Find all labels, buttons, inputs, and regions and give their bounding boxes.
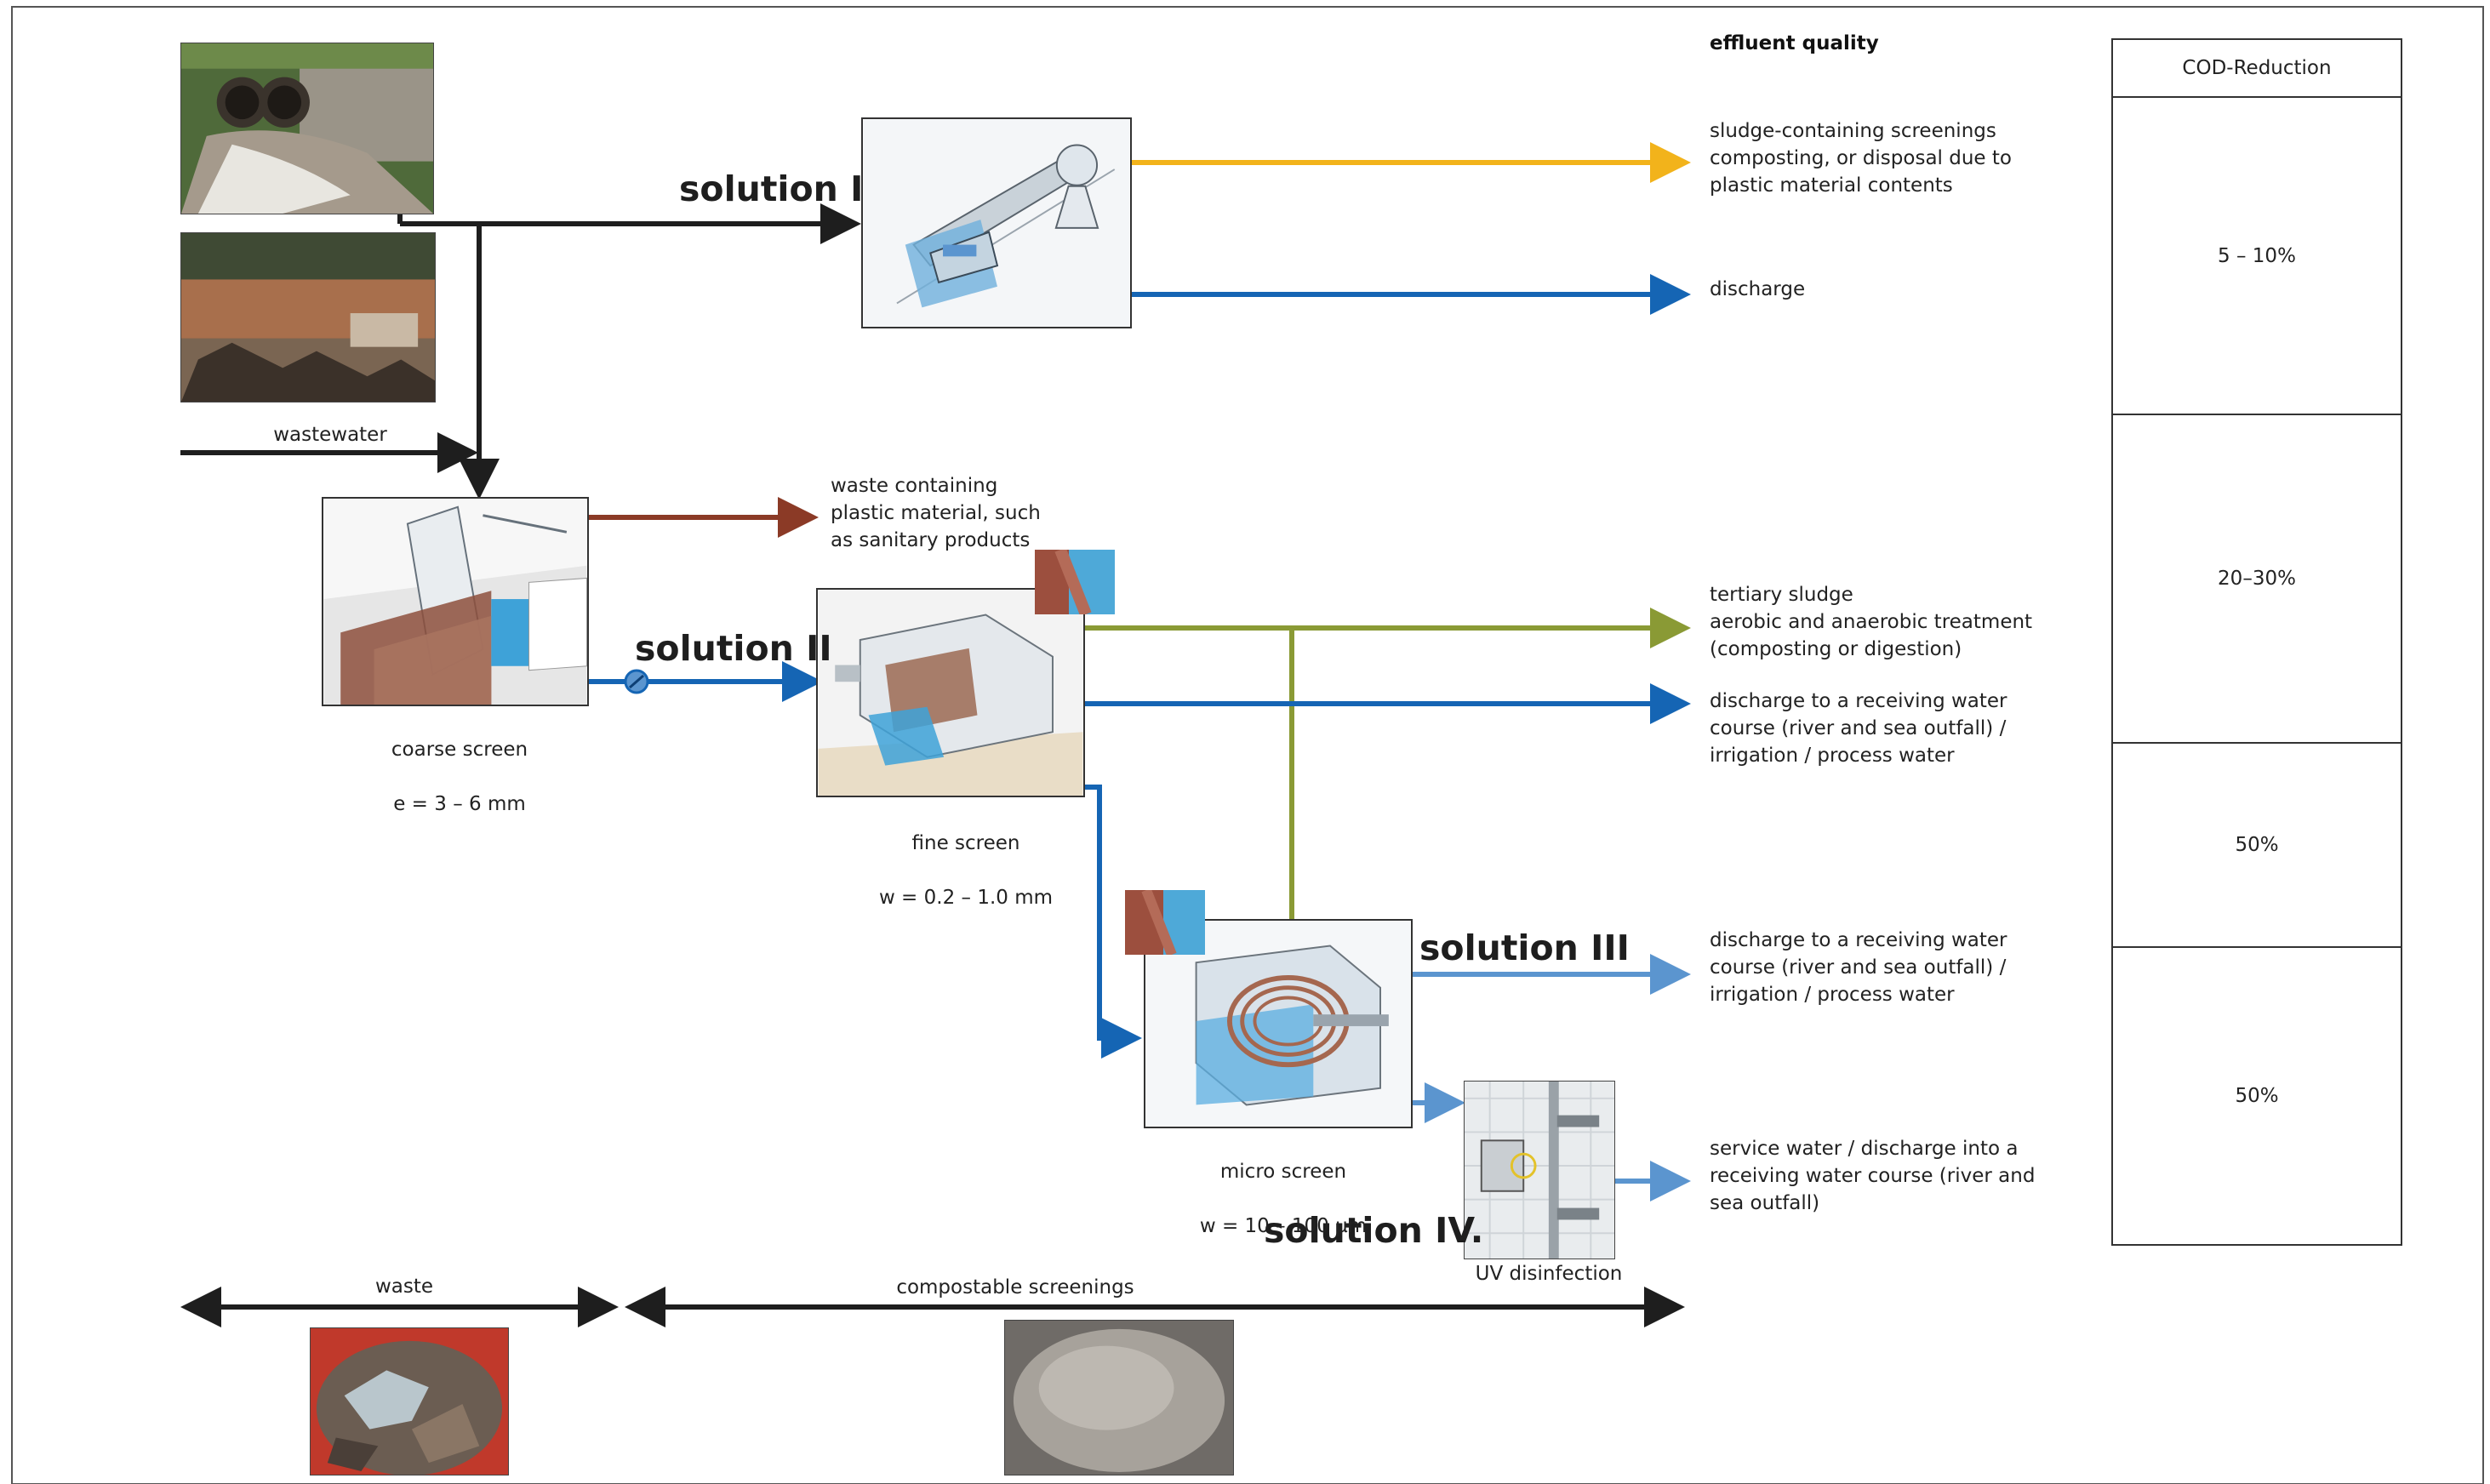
wastewater-label: wastewater: [273, 424, 387, 446]
micro-screen-texture-swatch: [1125, 890, 1205, 955]
fine-to-micro-arrow: [1085, 785, 1142, 1059]
compostable-screenings-label: compostable screenings: [896, 1276, 1134, 1298]
service-water-text: service water / discharge into a receivi…: [1710, 1138, 2036, 1214]
cod-row-4: 50%: [2111, 946, 2402, 1246]
plastic-waste-text: waste containing plastic material, such …: [831, 475, 1041, 551]
coarse-screen-name: coarse screen: [391, 739, 528, 761]
fine-screen-name: fine screen: [911, 832, 1020, 854]
solution-3-label: solution III: [1419, 928, 1630, 968]
micro-screen-spec: w = 10 – 100 µm: [1199, 1215, 1368, 1237]
river-photo: [180, 232, 436, 402]
solution-2-label: solution II: [635, 628, 832, 669]
fine-screen-label: fine screen w = 0.2 – 1.0 mm: [838, 802, 1094, 939]
fine-screen-texture-swatch: [1035, 550, 1115, 614]
uv-disinfection-image: [1464, 1081, 1615, 1259]
receiving-water-text-2: discharge to a receiving water course (r…: [1710, 929, 2007, 1006]
cod-row-3: 50%: [2111, 742, 2402, 948]
page-frame: [11, 6, 2484, 1484]
receiving-water-text-1: discharge to a receiving water course (r…: [1710, 690, 2007, 767]
fine-screen-spec: w = 0.2 – 1.0 mm: [878, 887, 1054, 909]
screenings-output-text: sludge-containing screenings composting,…: [1710, 120, 2012, 197]
solution-1-label: solution I: [679, 168, 864, 209]
cod-table-title: COD-Reduction: [2111, 38, 2402, 98]
micro-screen-label: micro screen w = 10 – 100 µm: [1156, 1131, 1411, 1267]
effluent-quality-heading: effluent quality: [1710, 32, 1879, 54]
solution-1-flow: [180, 203, 861, 499]
compostable-screenings-photo: [1004, 1320, 1234, 1475]
uv-disinfection-label: UV disinfection: [1475, 1263, 1623, 1285]
cod-row-1: 5 – 10%: [2111, 96, 2402, 415]
waste-label: waste: [374, 1276, 434, 1298]
waste-photo: [310, 1327, 509, 1475]
cod-row-2: 20–30%: [2111, 414, 2402, 744]
coarse-screen-image: [322, 497, 589, 706]
tertiary-sludge-text: tertiary sludge aerobic and anaerobic tr…: [1710, 584, 2033, 660]
solution-4-label: solution IV.: [1264, 1210, 1484, 1251]
coarse-screen-label: coarse screen e = 3 – 6 mm: [332, 709, 587, 845]
discharge-output-text: discharge: [1710, 278, 1806, 300]
solution-1-machine-image: [861, 117, 1132, 328]
micro-screen-name: micro screen: [1219, 1161, 1347, 1183]
coarse-screen-spec: e = 3 – 6 mm: [393, 793, 526, 815]
pump-icon-mark: [629, 674, 644, 689]
fine-screen-image: [816, 588, 1085, 797]
outfall-photo: [180, 43, 434, 214]
